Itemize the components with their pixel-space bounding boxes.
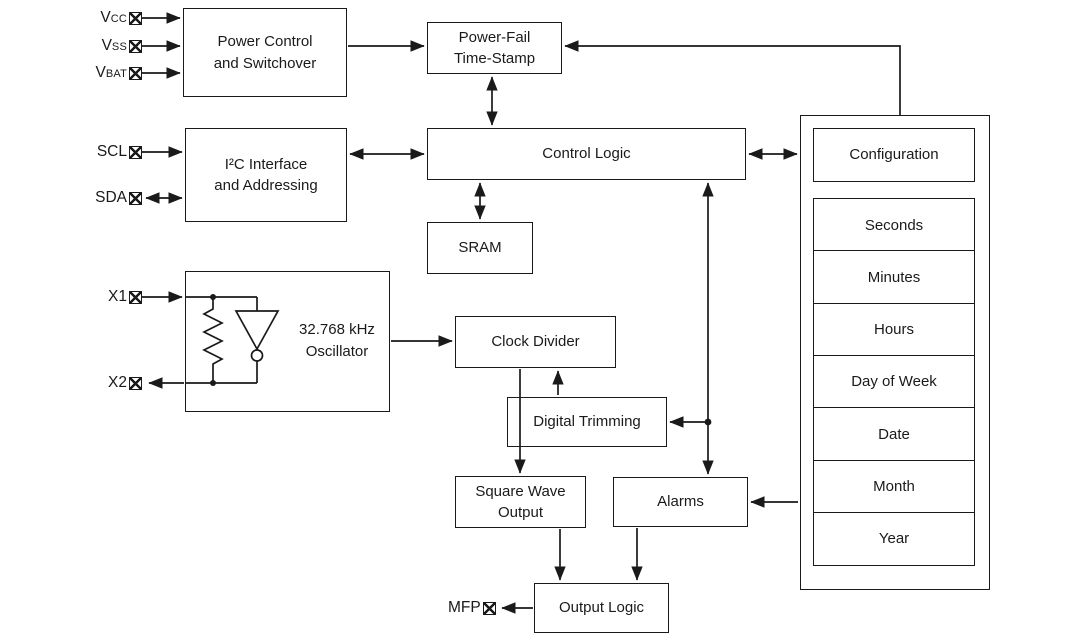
pad-icon [129,11,142,25]
block-digital-trimming: Digital Trimming [507,397,667,447]
pin-mfp: MFP [448,597,496,619]
register-day-of-week: Day of Week [813,354,975,409]
pad-icon [129,376,142,390]
register-month: Month [813,459,975,514]
block-square-wave-output: Square Wave Output [455,476,586,528]
pin-x1-label: X1 [108,288,127,305]
block-sram: SRAM [427,222,533,274]
pin-scl: SCL [97,141,142,163]
timekeeping-registers: Seconds Minutes Hours Day of Week Date M… [813,198,975,566]
pin-x2-label: X2 [108,374,127,391]
block-control-logic: Control Logic [427,128,746,180]
pad-icon [129,66,142,80]
register-minutes: Minutes [813,250,975,305]
pad-icon [129,191,142,205]
block-i2c-interface: I²C Interface and Addressing [185,128,347,222]
block-alarms: Alarms [613,477,748,527]
register-seconds: Seconds [813,198,975,252]
pin-mfp-label: MFP [448,599,481,616]
register-date: Date [813,407,975,462]
wire-registers-powerfail [564,40,901,115]
pin-sda: SDA [95,187,142,209]
oscillator-label: 32.768 kHz Oscillator [299,321,375,360]
pad-icon [129,290,142,304]
pad-icon [129,145,142,159]
register-hours: Hours [813,302,975,357]
pin-sda-label: SDA [95,189,127,206]
block-power-control: Power Control and Switchover [183,8,347,97]
block-configuration: Configuration [813,128,975,182]
block-clock-divider: Clock Divider [455,316,616,368]
pin-x2: X2 [108,372,142,394]
pin-scl-label: SCL [96,143,127,160]
block-power-fail-time-stamp: Power-Fail Time-Stamp [427,22,562,74]
register-year: Year [813,511,975,566]
pad-icon [482,601,496,615]
junction-dot [704,418,712,426]
pad-icon [129,39,142,53]
block-output-logic: Output Logic [534,583,669,633]
pin-x1: X1 [108,286,142,308]
